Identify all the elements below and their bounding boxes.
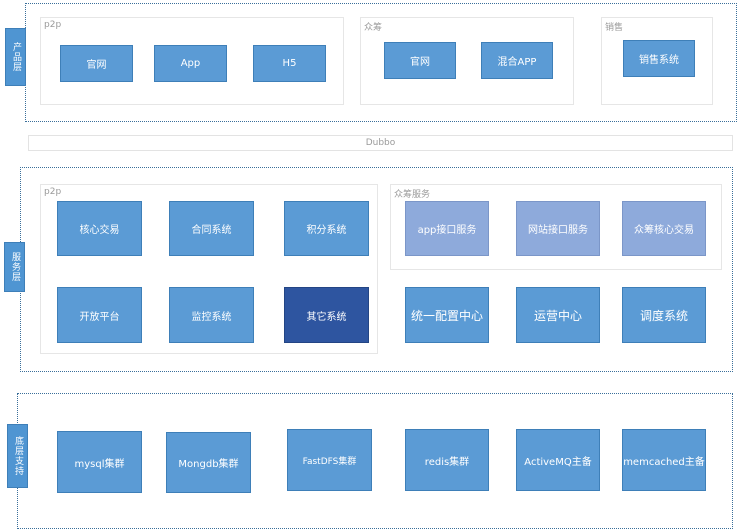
core-trade-box: 核心交易	[57, 201, 142, 256]
operation-center-box: 运营中心	[516, 287, 600, 343]
group-label: p2p	[44, 20, 62, 30]
product-sales-system-box: 销售系统	[623, 40, 695, 77]
crowd-core-trade-box: 众筹核心交易	[622, 201, 706, 256]
monitor-system-box: 监控系统	[169, 287, 254, 343]
product-crowd-website-box: 官网	[384, 42, 456, 79]
web-api-service-box: 网站接口服务	[516, 201, 600, 256]
product-crowd-hybrid-app-box: 混合APP	[481, 42, 553, 79]
product-layer-label: 产品层	[5, 28, 26, 86]
group-label: 众筹服务	[394, 190, 431, 200]
points-system-box: 积分系统	[284, 201, 369, 256]
contract-system-box: 合同系统	[169, 201, 254, 256]
group-label: p2p	[44, 187, 62, 197]
mongodb-cluster-box: Mongdb集群	[166, 432, 251, 493]
app-api-service-box: app接口服务	[405, 201, 489, 256]
scheduling-system-box: 调度系统	[622, 287, 706, 343]
product-p2p-website-box: 官网	[60, 45, 133, 82]
base-layer-label: 底层支持	[7, 424, 28, 488]
config-center-box: 统一配置中心	[405, 287, 489, 343]
product-p2p-h5-box: H5	[253, 45, 326, 82]
service-layer-label: 服务层	[4, 242, 25, 292]
other-system-box: 其它系统	[284, 287, 369, 343]
redis-cluster-box: redis集群	[405, 429, 489, 491]
product-p2p-app-box: App	[154, 45, 227, 82]
dubbo-bar: Dubbo	[28, 135, 733, 151]
group-label: 众筹	[364, 23, 383, 33]
mysql-cluster-box: mysql集群	[57, 431, 142, 493]
open-platform-box: 开放平台	[57, 287, 142, 343]
fastdfs-cluster-box: FastDFS集群	[287, 429, 372, 491]
group-label: 销售	[605, 23, 624, 33]
memcached-master-backup-box: memcached主备	[622, 429, 706, 491]
activemq-master-backup-box: ActiveMQ主备	[516, 429, 600, 491]
